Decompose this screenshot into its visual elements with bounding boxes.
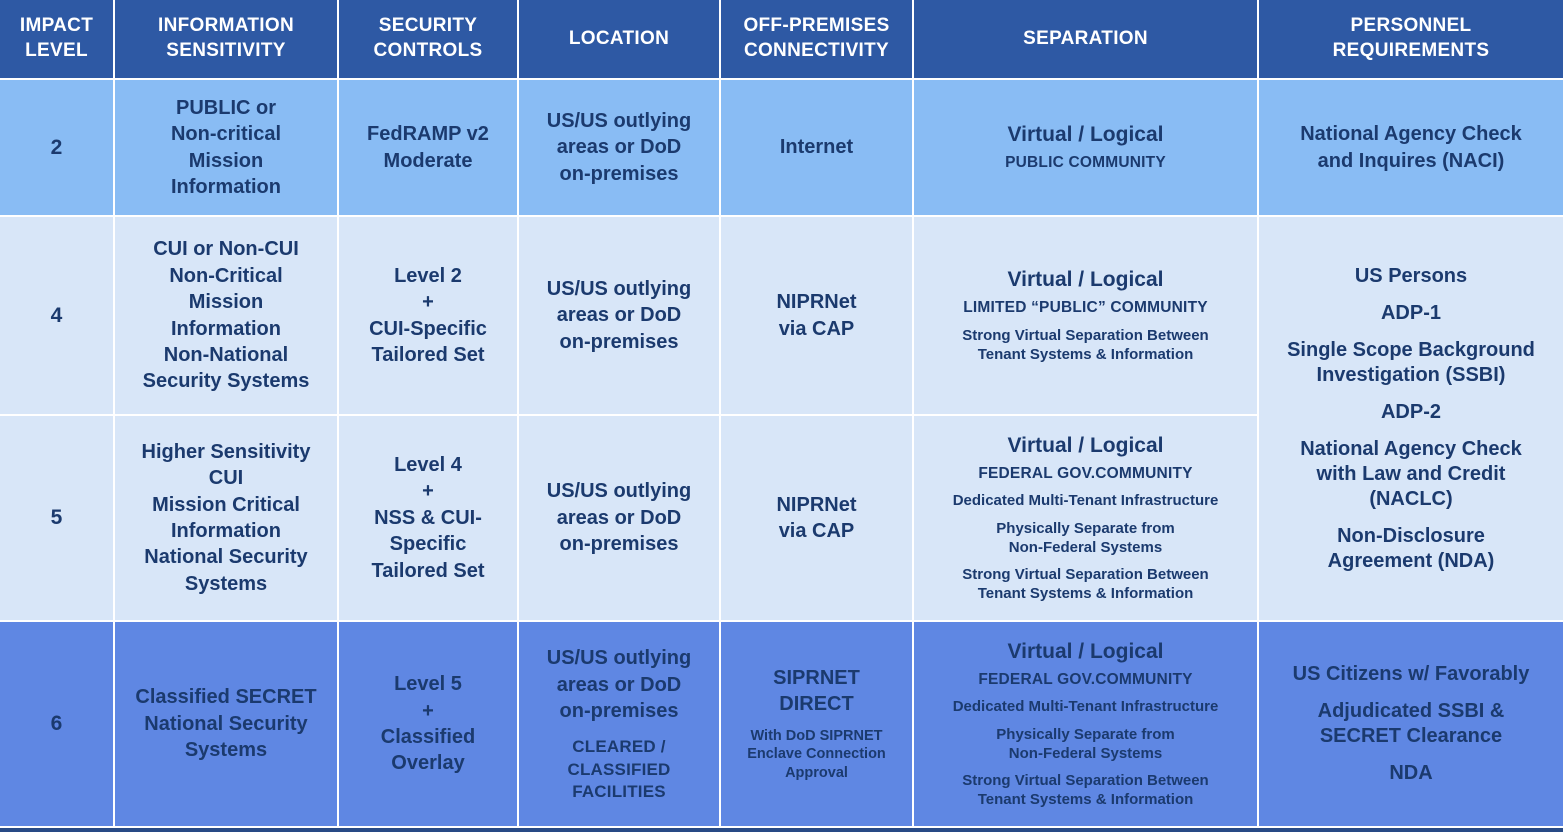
header-cell-information-sensitivity: INFORMATION SENSITIVITY [115,0,337,78]
location-main: US/US outlying areas or DoD on-premises [546,647,692,723]
separation-title: Virtual / Logical [1007,433,1164,457]
cell-il2-security-controls: FedRAMP v2 Moderate [339,80,517,215]
cell-il4-location: US/US outlying areas or DoD on-premises [519,217,719,414]
cell-il4-il5-personnel-merged: US Persons ADP-1 Single Scope Background… [1259,217,1563,620]
cell-il6-information-sensitivity: Classified SECRET National Security Syst… [115,622,337,826]
cell-il6-separation: Virtual / Logical FEDERAL GOV.COMMUNITY … [914,622,1257,826]
personnel-item: National Agency Check with Law and Credi… [1300,437,1522,510]
off-premises-main: SIPRNET DIRECT [773,666,860,716]
separation-detail: Physically Separate from Non-Federal Sys… [996,725,1175,762]
header-cell-personnel-requirements: PERSONNEL REQUIREMENTS [1259,0,1563,78]
personnel-item: US Citizens w/ Favorably [1292,663,1530,685]
cell-il2-location: US/US outlying areas or DoD on-premises [519,80,719,215]
separation-detail: Dedicated Multi-Tenant Infrastructure [952,698,1219,716]
cell-il5-impact-level: 5 [0,416,113,620]
personnel-item: Non-Disclosure Agreement (NDA) [1327,524,1495,572]
cell-il2-separation: Virtual / Logical PUBLIC COMMUNITY [914,80,1257,215]
separation-detail: Dedicated Multi-Tenant Infrastructure [952,492,1219,510]
cell-il2-information-sensitivity: PUBLIC or Non-critical Mission Informati… [115,80,337,215]
location-facilities-note: CLEARED / CLASSIFIED FACILITIES [567,737,671,801]
cell-il5-separation: Virtual / Logical FEDERAL GOV.COMMUNITY … [914,416,1257,620]
personnel-item: NDA [1389,762,1433,784]
cell-il2-off-premises: Internet [721,80,912,215]
cell-il6-impact-level: 6 [0,622,113,826]
header-cell-security-controls: SECURITY CONTROLS [339,0,517,78]
cell-il6-location: US/US outlying areas or DoD on-premises … [519,622,719,826]
header-cell-impact-level: IMPACT LEVEL [0,0,113,78]
cell-il6-personnel: US Citizens w/ Favorably Adjudicated SSB… [1259,622,1563,826]
separation-title: Virtual / Logical [1007,639,1164,663]
separation-community: FEDERAL GOV.COMMUNITY [978,464,1193,482]
separation-title: Virtual / Logical [1007,123,1164,147]
separation-detail: Strong Virtual Separation Between Tenant… [962,565,1209,603]
separation-community: PUBLIC COMMUNITY [1005,154,1166,172]
cell-il6-off-premises: SIPRNET DIRECT With DoD SIPRNET Enclave … [721,622,912,826]
separation-detail: Strong Virtual Separation Between Tenant… [962,326,1209,363]
cell-il5-location: US/US outlying areas or DoD on-premises [519,416,719,620]
cell-il4-information-sensitivity: CUI or Non-CUI Non-Critical Mission Info… [115,217,337,414]
cell-il4-off-premises: NIPRNet via CAP [721,217,912,414]
cell-il6-security-controls: Level 5 + Classified Overlay [339,622,517,826]
separation-detail: Strong Virtual Separation Between Tenant… [962,771,1209,809]
cell-il2-impact-level: 2 [0,80,113,215]
cell-il5-security-controls: Level 4 + NSS & CUI- Specific Tailored S… [339,416,517,620]
separation-detail: Physically Separate from Non-Federal Sys… [996,519,1175,556]
header-cell-off-premises-connectivity: OFF-PREMISES CONNECTIVITY [721,0,912,78]
separation-title: Virtual / Logical [1007,268,1164,291]
cell-il4-impact-level: 4 [0,217,113,414]
personnel-item: ADP-2 [1380,400,1441,423]
personnel-item: US Persons [1354,264,1468,287]
cell-il4-separation: Virtual / Logical LIMITED “PUBLIC” COMMU… [914,217,1257,414]
cell-il5-information-sensitivity: Higher Sensitivity CUI Mission Critical … [115,416,337,620]
cell-il5-off-premises: NIPRNet via CAP [721,416,912,620]
separation-community: LIMITED “PUBLIC” COMMUNITY [963,299,1208,317]
personnel-item: Adjudicated SSBI & SECRET Clearance [1317,700,1505,747]
table-bottom-border [0,826,1563,832]
cell-il4-security-controls: Level 2 + CUI-Specific Tailored Set [339,217,517,414]
cell-il2-personnel: National Agency Check and Inquires (NACI… [1259,80,1563,215]
header-cell-separation: SEPARATION [914,0,1257,78]
header-cell-location: LOCATION [519,0,719,78]
separation-community: FEDERAL GOV.COMMUNITY [978,670,1193,688]
off-premises-note: With DoD SIPRNET Enclave Connection Appr… [747,727,886,782]
personnel-item: Single Scope Background Investigation (S… [1287,338,1535,386]
personnel-item: ADP-1 [1380,301,1441,324]
